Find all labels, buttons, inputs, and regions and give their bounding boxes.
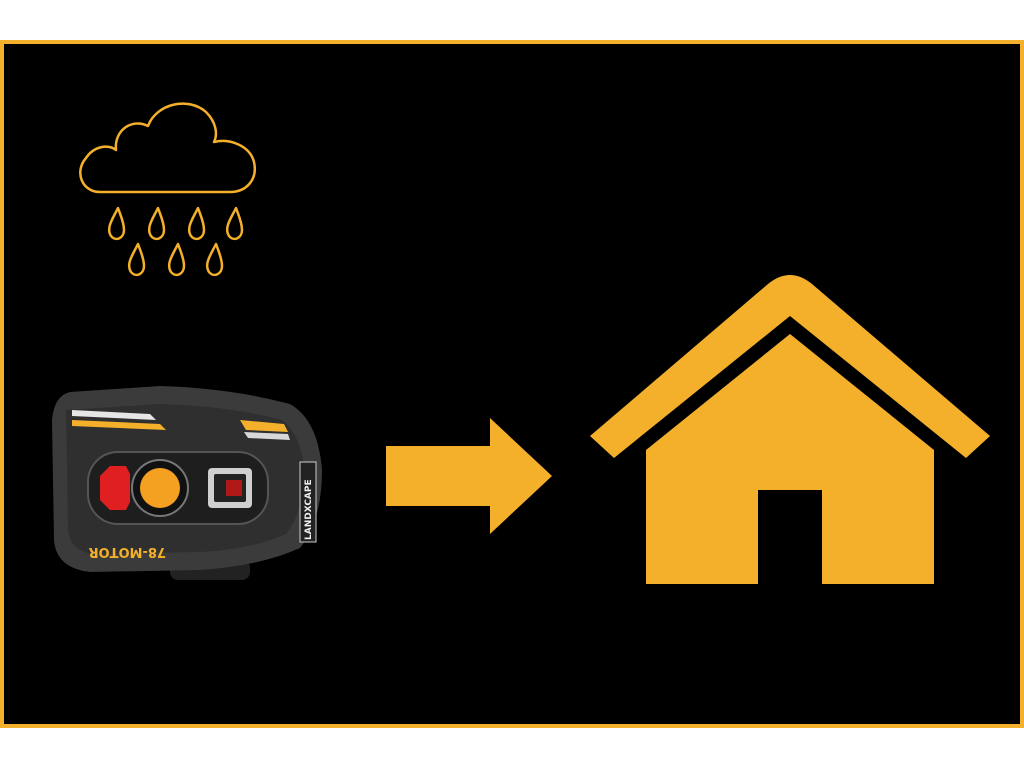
- rain-drop: [225, 206, 244, 241]
- home-icon: [590, 275, 990, 584]
- mower-stripe-orange: [72, 420, 166, 430]
- rain-drops: [107, 206, 244, 277]
- rain-drop: [167, 242, 186, 277]
- black-panel: [0, 40, 1024, 728]
- mower-brand-label: LANDXCAPE: [304, 479, 314, 540]
- rain-drop: [147, 206, 166, 241]
- cloud-outline: [79, 102, 257, 194]
- house-body: [646, 334, 934, 584]
- rain-drop: [187, 206, 206, 241]
- robot-mower-icon: LANDXCAPE 78-MOTOR: [52, 386, 322, 580]
- mower-stripe-orange: [240, 420, 288, 432]
- mower-brand-plate: [299, 461, 317, 543]
- mower-dial[interactable]: [140, 468, 180, 508]
- mower-stripe-white: [244, 432, 290, 440]
- rain-drop: [205, 242, 224, 277]
- arrow-right-icon: [386, 418, 552, 534]
- mower-display-digits: [226, 480, 242, 496]
- mower-motor-label: 78-MOTOR: [89, 544, 166, 559]
- house-roof: [590, 275, 990, 458]
- mower-stop-button[interactable]: [100, 466, 130, 510]
- rain-cloud-icon: [79, 102, 257, 277]
- rain-drop: [127, 242, 146, 277]
- rain-drop: [107, 206, 126, 241]
- mower-stripe-white: [72, 410, 156, 420]
